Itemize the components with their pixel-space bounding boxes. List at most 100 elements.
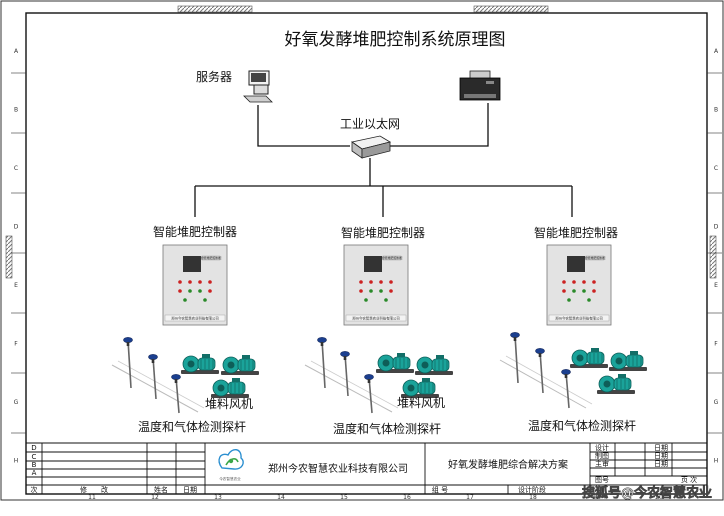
zone-letter: F xyxy=(714,341,718,348)
probe-label-1: 温度和气体检测探杆 xyxy=(138,419,246,434)
probe-icon xyxy=(123,337,133,389)
date-label: 日期 xyxy=(654,444,668,452)
blower-fan-icon xyxy=(211,378,249,398)
rev-letter: A xyxy=(32,469,37,477)
zone-letter: C xyxy=(714,165,718,172)
blower-fan-icon xyxy=(415,355,453,375)
control-cabinet-icon xyxy=(162,244,228,326)
company-name: 郑州今农智慧农业科技有限公司 xyxy=(268,462,408,475)
ethernet-switch-icon xyxy=(351,135,392,159)
zone-letter: A xyxy=(14,48,19,55)
company-logo-icon xyxy=(218,449,244,470)
controller-group-3: 智能堆肥控制器 智能堆肥控制柜 郑州今农智慧农业科技有限公司 xyxy=(534,225,618,326)
watermark: 搜狐号@今农智慧农业 xyxy=(582,485,712,501)
stage-label: 设计阶段 xyxy=(518,485,546,494)
printer-icon xyxy=(459,70,501,101)
title-block: D C B A 次 修 改 姓名 日期 今农智慧农业 郑州今农智慧农业科技有限公… xyxy=(26,442,707,494)
blower-fan-icon xyxy=(609,351,647,371)
field-group-3 xyxy=(499,332,647,409)
probe-icon xyxy=(510,332,520,384)
probe-icon xyxy=(535,348,545,394)
frame-hatch-top-right xyxy=(473,5,549,13)
role-design: 设计 xyxy=(595,443,609,452)
panel-maker: 郑州今农智慧农业科技有限公司 xyxy=(171,316,218,321)
zone-number: 14 xyxy=(277,494,285,501)
zone-letter: G xyxy=(14,399,19,406)
frame-hatch-right xyxy=(709,235,717,279)
zone-letter: H xyxy=(14,458,19,465)
fan-label-2: 堆料风机 xyxy=(397,396,445,410)
field-group-2 xyxy=(304,337,453,414)
zone-number: 18 xyxy=(529,494,537,501)
blower-fan-icon xyxy=(597,374,635,394)
logo-text: 今农智慧农业 xyxy=(219,476,241,481)
server-computer-icon xyxy=(243,70,273,103)
role-chief-review: 主审 xyxy=(595,459,609,468)
blower-fan-icon xyxy=(376,353,414,373)
network-lines xyxy=(194,103,573,217)
controller-group-2: 智能堆肥控制器 智能堆肥控制柜 郑州今农智慧农业科技有限公司 xyxy=(341,225,425,326)
controller-label: 智能堆肥控制器 xyxy=(341,225,425,240)
frame-hatch-top-left xyxy=(177,5,253,13)
zone-letter: G xyxy=(714,399,719,406)
probe-label-3: 温度和气体检测探杆 xyxy=(528,418,636,433)
probe-icon xyxy=(148,354,158,400)
frame-hatch-left xyxy=(5,235,13,279)
field-equipment xyxy=(111,332,647,414)
zone-letter: B xyxy=(714,107,718,114)
probe-icon xyxy=(340,351,350,397)
rev-header-change: 修 改 xyxy=(80,485,108,494)
control-cabinet-icon xyxy=(343,244,409,326)
probe-icon xyxy=(317,337,327,389)
zone-number: 12 xyxy=(151,494,159,501)
rev-letter: D xyxy=(31,444,36,452)
rev-header-date: 日期 xyxy=(183,486,197,494)
controller-label: 智能堆肥控制器 xyxy=(534,225,618,240)
blower-fan-icon xyxy=(401,378,439,398)
zone-number: 15 xyxy=(340,494,348,501)
zone-number: 20 xyxy=(655,494,663,501)
page-label: 页 次 xyxy=(681,475,697,484)
rev-letter: B xyxy=(32,461,37,469)
panel-maker: 郑州今农智慧农业科技有限公司 xyxy=(555,316,602,321)
probe-icon xyxy=(364,374,374,414)
inner-frame xyxy=(25,12,708,495)
diagram-title: 好氧发酵堆肥控制系统原理图 xyxy=(285,30,506,50)
zone-letter: D xyxy=(14,224,19,231)
blower-fan-icon xyxy=(221,355,259,375)
zone-letter: H xyxy=(714,458,719,465)
zone-letter: F xyxy=(14,341,18,348)
zone-letter: D xyxy=(714,224,719,231)
zone-number: 17 xyxy=(466,494,474,501)
controller-label: 智能堆肥控制器 xyxy=(153,224,237,239)
probe-icon xyxy=(171,374,181,414)
field-group-1 xyxy=(111,337,259,414)
panel-maker: 郑州今农智慧农业科技有限公司 xyxy=(352,316,399,321)
probe-icon xyxy=(561,369,571,409)
control-cabinet-icon xyxy=(546,244,612,326)
zone-letter: E xyxy=(14,282,18,289)
zone-letter: C xyxy=(14,165,18,172)
rev-header-name: 姓名 xyxy=(154,485,168,494)
zone-number: 19 xyxy=(592,494,600,501)
date-label: 日期 xyxy=(654,460,668,468)
probe-label-2: 温度和气体检测探杆 xyxy=(333,421,441,436)
date-label: 日期 xyxy=(654,452,668,460)
zone-number: 16 xyxy=(403,494,411,501)
group-label: 组 号 xyxy=(432,485,448,494)
controller-group-1: 智能堆肥控制器 智能堆肥控制柜 郑州今农智慧农业科技有限公司 xyxy=(153,224,237,326)
project-name: 好氧发酵堆肥综合解决方案 xyxy=(448,458,568,471)
zone-number: 13 xyxy=(214,494,222,501)
role-drafting: 制图 xyxy=(595,451,609,460)
zone-letter: E xyxy=(714,282,718,289)
panel-title: 智能堆肥控制柜 xyxy=(584,255,605,260)
network-label: 工业以太网 xyxy=(340,116,400,131)
outer-frame xyxy=(0,0,724,501)
zone-number: 11 xyxy=(88,494,96,501)
scale-label: 比例 xyxy=(589,485,603,494)
panel-title: 智能堆肥控制柜 xyxy=(381,255,402,260)
blower-fan-icon xyxy=(570,348,608,368)
